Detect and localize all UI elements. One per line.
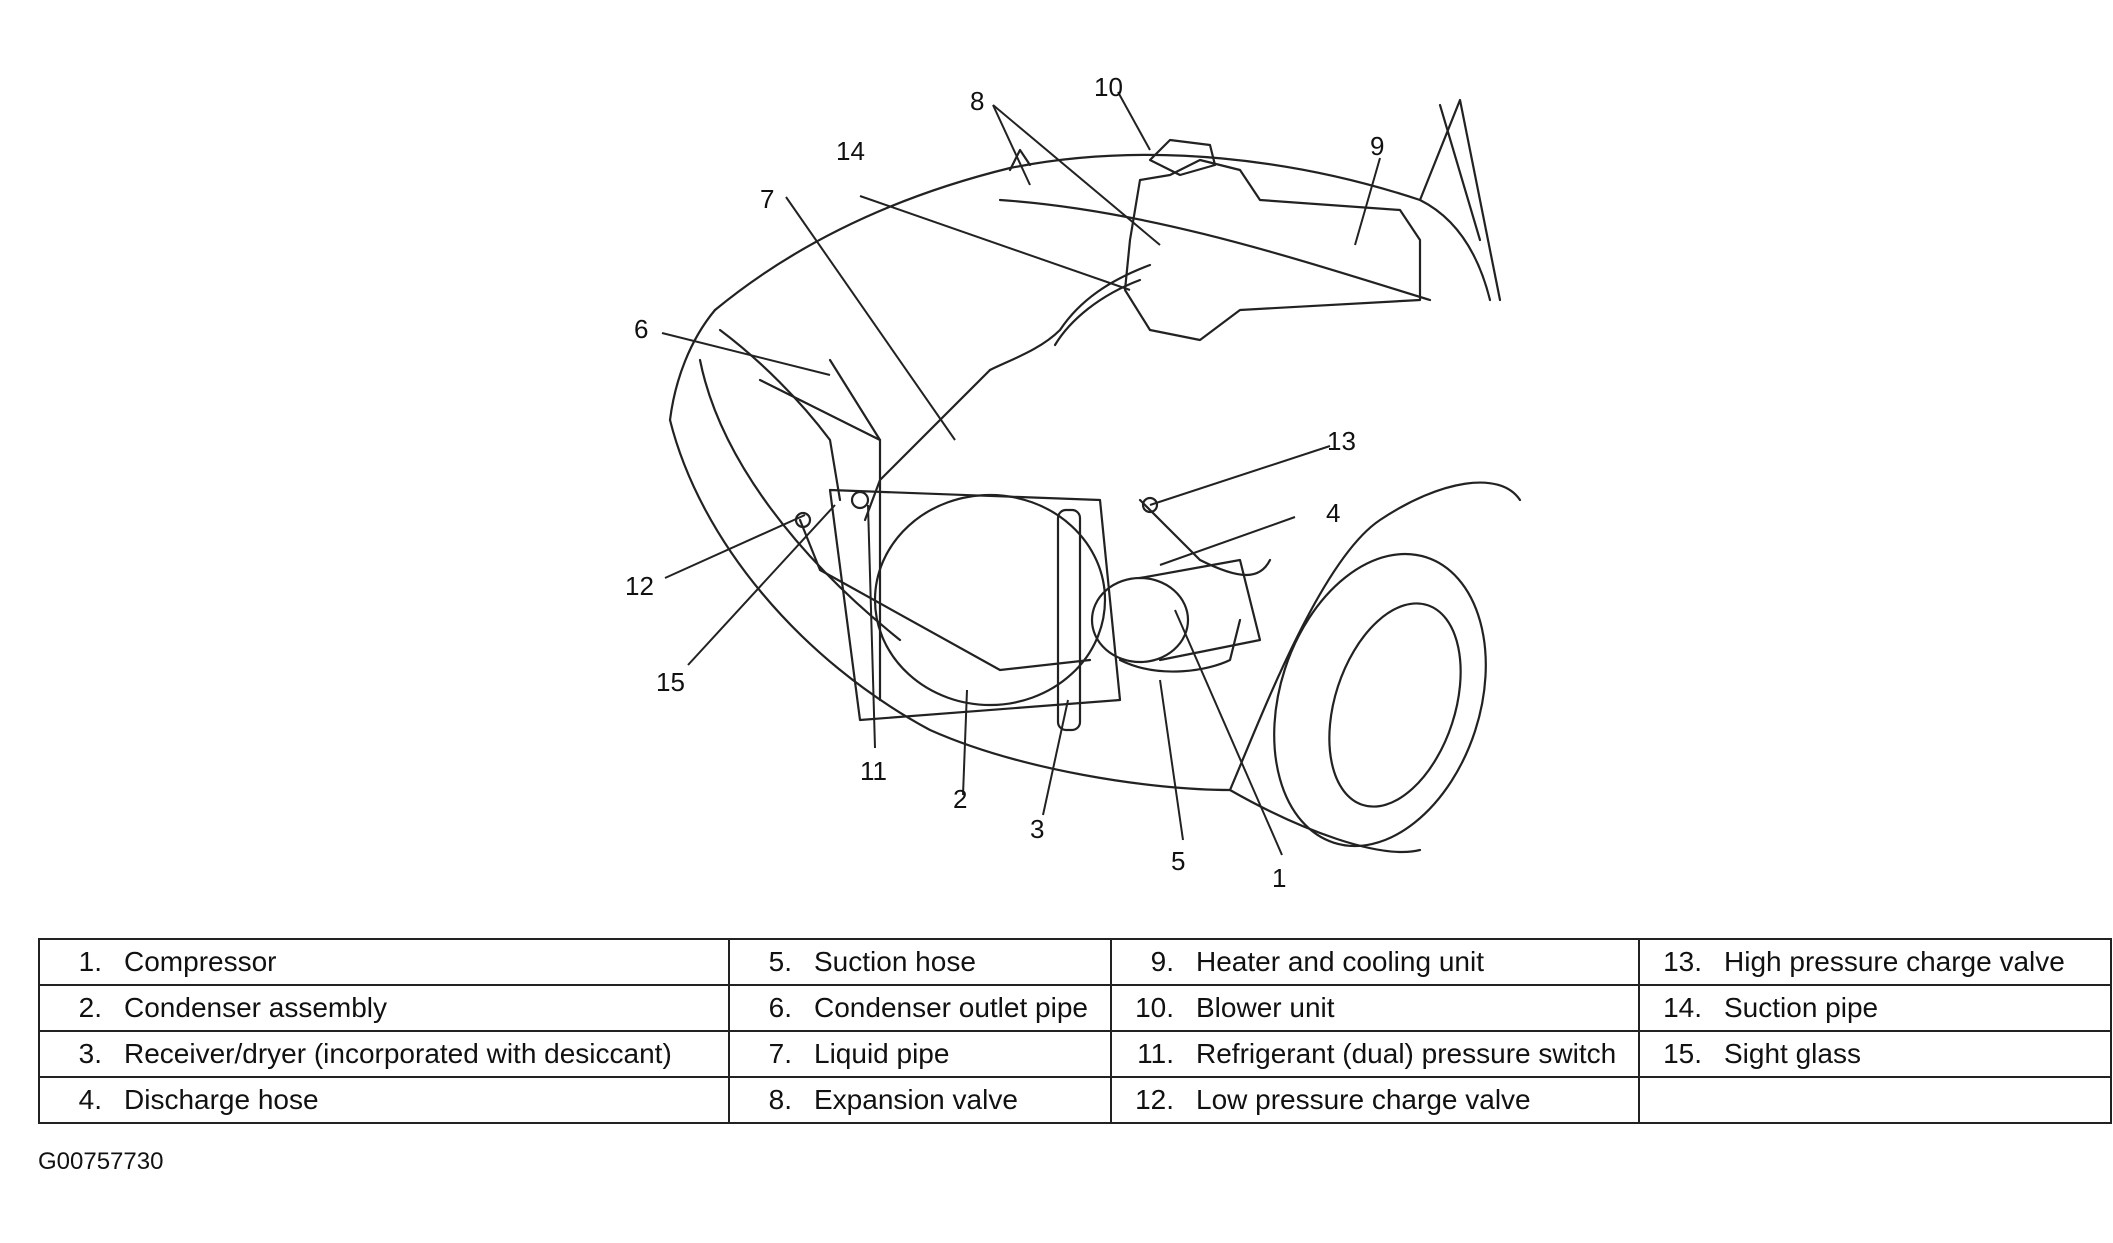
figure-id: G00757730	[38, 1148, 164, 1175]
callout-labels: 1 2 3 4 5 6 7 8 9 10 11 12 13 14 15	[625, 72, 1384, 893]
legend-cell: 6. Condenser outlet pipe	[728, 984, 1112, 1032]
legend-label: Suction hose	[814, 946, 976, 977]
legend-label: Blower unit	[1196, 992, 1335, 1023]
legend-cell: 8. Expansion valve	[728, 1076, 1112, 1124]
legend-number: 3.	[78, 1038, 102, 1069]
condenser-fan-shape	[873, 493, 1107, 707]
legend-label: Condenser assembly	[124, 992, 388, 1023]
legend-cell: 10. Blower unit	[1110, 984, 1640, 1032]
callout-7: 7	[760, 184, 774, 214]
legend-label: Heater and cooling unit	[1196, 946, 1484, 977]
legend-number: 5.	[768, 946, 792, 977]
legend-number: 4.	[78, 1084, 102, 1115]
legend-label: Suction pipe	[1724, 992, 1879, 1023]
callout-12: 12	[625, 571, 654, 601]
legend-label: Receiver/dryer (incorporated with desicc…	[124, 1038, 672, 1069]
legend-number: 8.	[768, 1084, 792, 1115]
callout-13: 13	[1327, 426, 1356, 456]
legend-label: Discharge hose	[124, 1084, 319, 1115]
legend-label: Expansion valve	[814, 1084, 1018, 1115]
legend-number: 12.	[1135, 1084, 1174, 1115]
legend-label: Sight glass	[1724, 1038, 1861, 1069]
condenser-outlet-pipe-shape	[828, 358, 882, 702]
legend-cell: 4. Discharge hose	[38, 1076, 730, 1124]
legend-number: 7.	[768, 1038, 792, 1069]
suction-pipe-shape	[988, 263, 1152, 372]
callout-6: 6	[634, 314, 648, 344]
legend-number: 14.	[1663, 992, 1702, 1023]
suction-hose-shape	[1118, 618, 1242, 673]
callout-9: 9	[1370, 131, 1384, 161]
callout-3: 3	[1030, 814, 1044, 844]
legend-cell: 12. Low pressure charge valve	[1110, 1076, 1640, 1124]
legend-label: High pressure charge valve	[1724, 946, 2065, 977]
legend-number: 10.	[1135, 992, 1174, 1023]
legend-cell: 1. Compressor	[38, 938, 730, 986]
legend-label: Low pressure charge valve	[1196, 1084, 1531, 1115]
legend-label: Condenser outlet pipe	[814, 992, 1088, 1023]
callout-5: 5	[1171, 846, 1185, 876]
legend-cell: 9. Heater and cooling unit	[1110, 938, 1640, 986]
callout-15: 15	[656, 667, 685, 697]
legend-row: 1. Compressor 5. Suction hose 9. Heater and…	[38, 938, 2112, 986]
legend-label: Compressor	[124, 946, 277, 977]
discharge-hose-shape	[1138, 498, 1272, 577]
callout-8: 8	[970, 86, 984, 116]
legend-cell: 13. High pressure charge valve	[1638, 938, 2112, 986]
receiver-dryer-shape	[1056, 508, 1082, 732]
callout-14: 14	[836, 136, 865, 166]
legend-cell: 15. Sight glass	[1638, 1030, 2112, 1078]
blower-unit-shape	[1148, 138, 1217, 177]
callout-11: 11	[860, 756, 887, 786]
legend-cell-empty	[1638, 1076, 2112, 1124]
heater-cooling-unit-shape	[1123, 158, 1422, 342]
legend-cell: 2. Condenser assembly	[38, 984, 730, 1032]
legend-cell: 3. Receiver/dryer (incorporated with desi…	[38, 1030, 730, 1078]
legend-number: 11.	[1137, 1038, 1174, 1069]
callout-4: 4	[1326, 498, 1340, 528]
legend-cell: 14. Suction pipe	[1638, 984, 2112, 1032]
callout-10: 10	[1094, 72, 1123, 102]
callout-2: 2	[953, 784, 967, 814]
legend-cell: 7. Liquid pipe	[728, 1030, 1112, 1078]
callout-1: 1	[1272, 863, 1286, 893]
legend-number: 6.	[768, 992, 792, 1023]
legend-number: 1.	[78, 946, 102, 977]
legend-number: 15.	[1663, 1038, 1702, 1069]
legend-row: 4. Discharge hose 8. Expansion valve 12. Lo…	[38, 1076, 2112, 1124]
liquid-pipe-shape	[863, 368, 992, 522]
compressor-shape	[1090, 576, 1190, 664]
parts-legend-table: 1. Compressor 5. Suction hose 9. Heater and…	[38, 938, 2112, 1124]
legend-row: 2. Condenser assembly 6. Condenser outlet …	[38, 984, 2112, 1032]
legend-row: 3. Receiver/dryer (incorporated with desi…	[38, 1030, 2112, 1078]
legend-number: 2.	[78, 992, 102, 1023]
legend-label: Liquid pipe	[814, 1038, 950, 1069]
ac-system-diagram: 1 2 3 4 5 6 7 8 9 10 11 12 13 14 15	[625, 72, 1522, 893]
legend-number: 9.	[1150, 946, 1174, 977]
legend-cell: 5. Suction hose	[728, 938, 1112, 986]
leader-lines	[661, 91, 1381, 856]
vehicle-outline	[668, 98, 1522, 854]
ac-components	[794, 138, 1422, 732]
legend-cell: 11. Refrigerant (dual) pressure switch	[1110, 1030, 1640, 1078]
legend-number: 13.	[1663, 946, 1702, 977]
legend-label: Refrigerant (dual) pressure switch	[1196, 1038, 1617, 1069]
